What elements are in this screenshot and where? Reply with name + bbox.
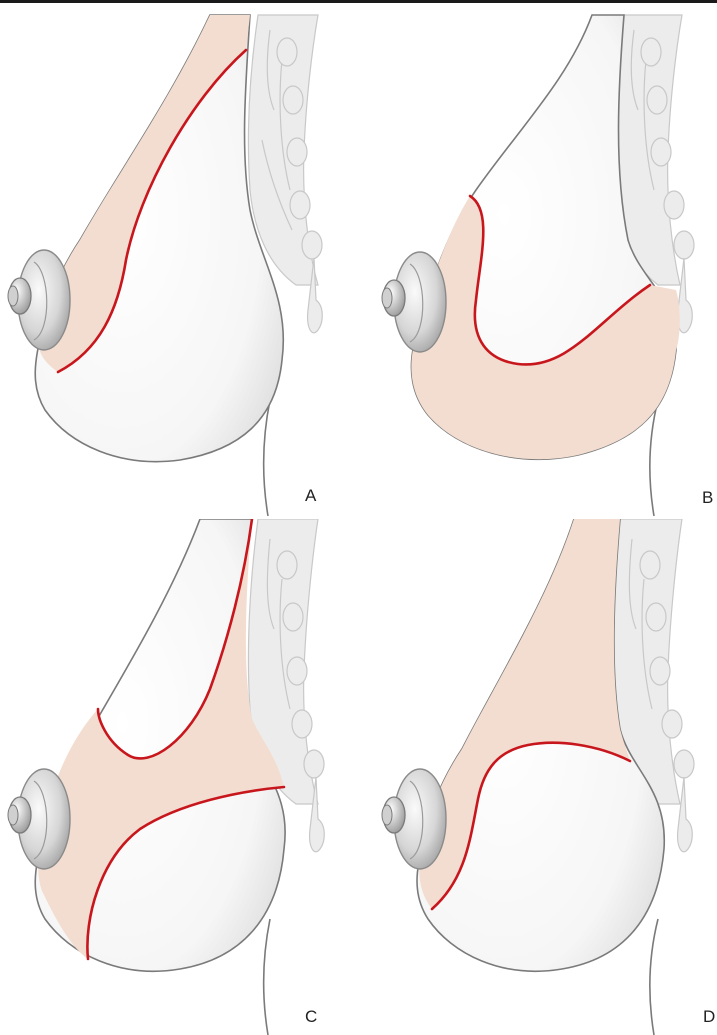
nipple-areola [382,252,446,352]
panel-d-illustration [358,519,716,1035]
panel-label: C [305,1008,317,1025]
nipple-areola [8,250,70,350]
panel-label: D [703,1008,715,1025]
panel-a: A [0,0,358,516]
panel-a-illustration [0,0,358,516]
breast-outline [35,15,283,462]
chest-wall [650,919,658,1035]
nipple-areola [382,769,446,869]
panel-b-illustration [358,0,716,516]
panel-c: C [0,519,358,1035]
panel-b: B [358,0,716,516]
panel-d: D [358,519,716,1035]
panel-label: B [702,489,713,506]
chest-wall [650,400,658,516]
nipple-areola [8,769,70,869]
panel-label: A [305,487,316,504]
chest-wall [264,400,270,516]
chest-wall [264,919,270,1035]
panel-c-illustration [0,519,358,1035]
